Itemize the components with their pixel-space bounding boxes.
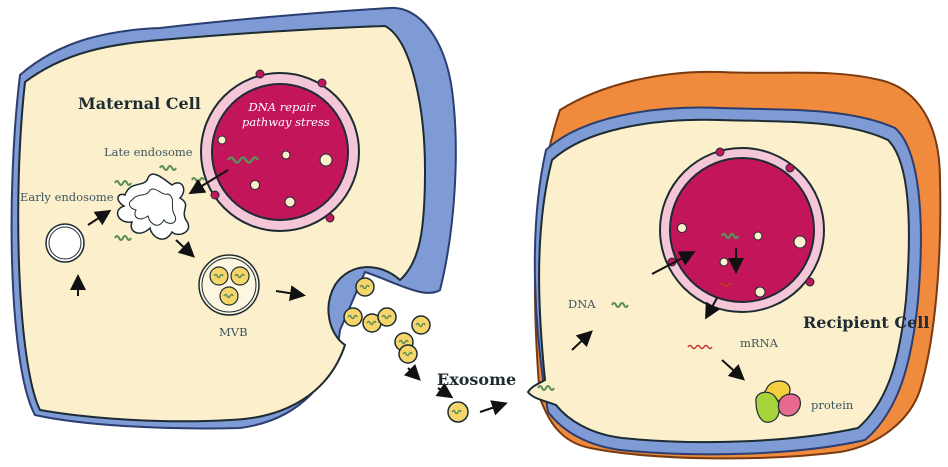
late-endosome — [116, 173, 190, 240]
protein-green — [755, 391, 780, 423]
nucleolus — [793, 235, 807, 249]
arrow-mrna-to-protein — [721, 359, 745, 381]
released-exosomes — [343, 277, 508, 423]
maternal-cell-label: Maternal Cell — [78, 94, 201, 113]
nucleolus — [250, 180, 260, 190]
nucleolus — [281, 150, 291, 160]
recipient-cell — [526, 70, 942, 460]
nuclear-pore — [210, 190, 220, 200]
dna-repair-stress-label: DNA repair pathway stress — [242, 100, 330, 130]
nuclear-pore — [255, 69, 265, 79]
nucleolus — [677, 223, 687, 233]
mvb-outer-membrane — [198, 254, 260, 316]
mvb-inner-membrane — [201, 257, 257, 313]
nuclear-dna-strand — [720, 232, 740, 240]
early-endosome-label: Early endosome — [20, 190, 114, 204]
dna-fragment — [114, 180, 132, 186]
arrow-late-endosome-to-mvb — [175, 239, 195, 258]
exosome-vesicle — [377, 307, 397, 327]
nuclear-pore — [715, 147, 725, 157]
arrow-dna-to-nucleus — [651, 251, 696, 275]
nuclear-pore — [317, 78, 327, 88]
arrow-nucleus-to-late-endosome — [188, 169, 229, 195]
recipient-nucleoplasm — [669, 157, 815, 303]
maternal-cell-cytoplasm — [17, 24, 427, 423]
dna-repair-line1: DNA repair — [248, 100, 316, 114]
nucleolus — [319, 153, 333, 167]
intraluminal-vesicle — [230, 266, 250, 286]
exosome-vesicle — [355, 277, 375, 297]
intraluminal-vesicle — [219, 286, 239, 306]
early-endosome — [45, 223, 85, 263]
protein-label: protein — [811, 398, 854, 412]
arrow-nucleus-to-mrna — [705, 297, 720, 320]
protein-pink — [777, 393, 801, 417]
mrna-label: mRNA — [740, 336, 778, 350]
arrow-to-recipient — [479, 400, 508, 416]
nucleolus — [217, 135, 227, 145]
cytoplasmic-mrna — [687, 344, 713, 350]
late-endosome-inner — [128, 188, 177, 226]
dna-label: DNA — [568, 297, 596, 311]
maternal-cell — [10, 6, 457, 430]
membrane-dna — [537, 385, 555, 391]
arrow-membrane-to-dna — [571, 330, 593, 351]
nucleolus — [753, 231, 763, 241]
nuclear-dna-strand — [226, 156, 260, 164]
dna-fragment — [159, 165, 177, 171]
recipient-nucleus — [659, 147, 825, 313]
nucleolus — [284, 196, 296, 208]
dna-repair-line2: pathway stress — [242, 115, 330, 129]
protein-cluster — [755, 380, 801, 423]
exosome-vesicle — [411, 315, 431, 335]
exosome-vesicle — [343, 307, 363, 327]
maternal-nucleus — [200, 69, 360, 232]
exosome-vesicle — [447, 401, 469, 423]
nuclear-mrna-strand — [719, 282, 733, 288]
mvb — [198, 254, 260, 316]
late-endosome-label: Late endosome — [104, 145, 193, 159]
early-endosome-inner — [48, 226, 82, 260]
cytoplasmic-dna — [611, 302, 629, 308]
dna-fragment — [114, 235, 132, 241]
exosome-vesicle — [398, 344, 418, 364]
intraluminal-vesicle — [209, 266, 229, 286]
vesicle-dna — [213, 273, 224, 279]
arrow-mvb-to-membrane — [275, 285, 306, 302]
vesicle-dna — [223, 293, 234, 299]
nucleolus — [754, 286, 766, 298]
nuclear-pore — [785, 163, 795, 173]
arrow-release — [403, 363, 421, 381]
nuclear-pore — [325, 213, 335, 223]
mvb-label: MVB — [219, 325, 248, 339]
vesicle-dna — [234, 273, 245, 279]
nucleolus — [719, 257, 729, 267]
nuclear-pore — [805, 277, 815, 287]
exosome-label: Exosome — [437, 370, 517, 389]
maternal-nucleoplasm — [211, 83, 349, 221]
recipient-cell-label: Recipient Cell — [803, 313, 930, 332]
arrow-travel — [435, 382, 454, 399]
arrow-early-to-late-endosome — [87, 209, 112, 226]
